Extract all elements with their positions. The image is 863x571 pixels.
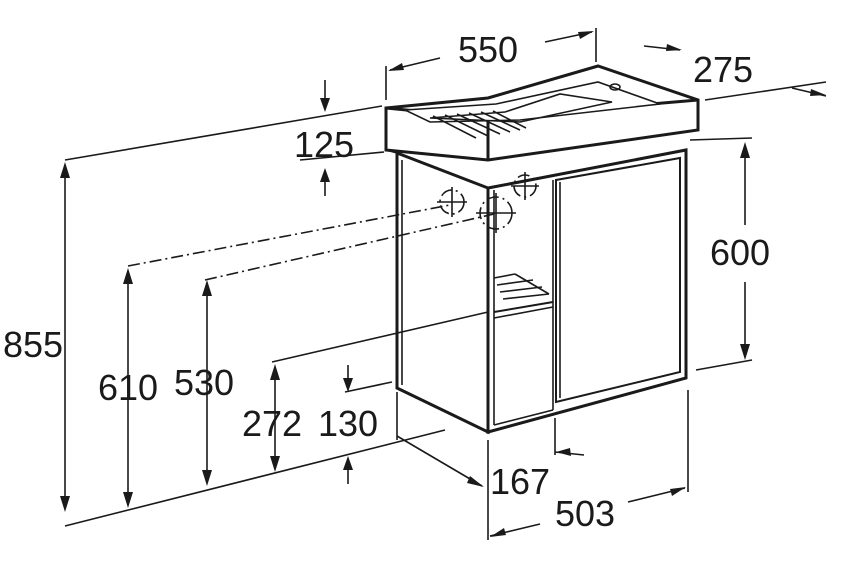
dim-label-130: 130 (318, 403, 378, 444)
vanity-unit (384, 64, 700, 435)
dim-label-167: 167 (490, 461, 550, 502)
dim-label-600: 600 (710, 232, 770, 273)
dim-label-125: 125 (294, 124, 354, 165)
dim-label-855: 855 (3, 324, 63, 365)
dimension-labels: 550 275 125 600 855 610 530 272 130 167 … (3, 29, 770, 534)
dim-label-272: 272 (242, 403, 302, 444)
washbasin (384, 64, 700, 162)
dim-label-503: 503 (555, 493, 615, 534)
dim-label-550: 550 (458, 29, 518, 70)
dim-label-530: 530 (174, 362, 234, 403)
dim-label-275: 275 (693, 49, 753, 90)
dim-label-610: 610 (98, 367, 158, 408)
dimension-lines (60, 28, 827, 540)
waste-connections (437, 172, 539, 233)
cabinet-body (395, 148, 688, 435)
